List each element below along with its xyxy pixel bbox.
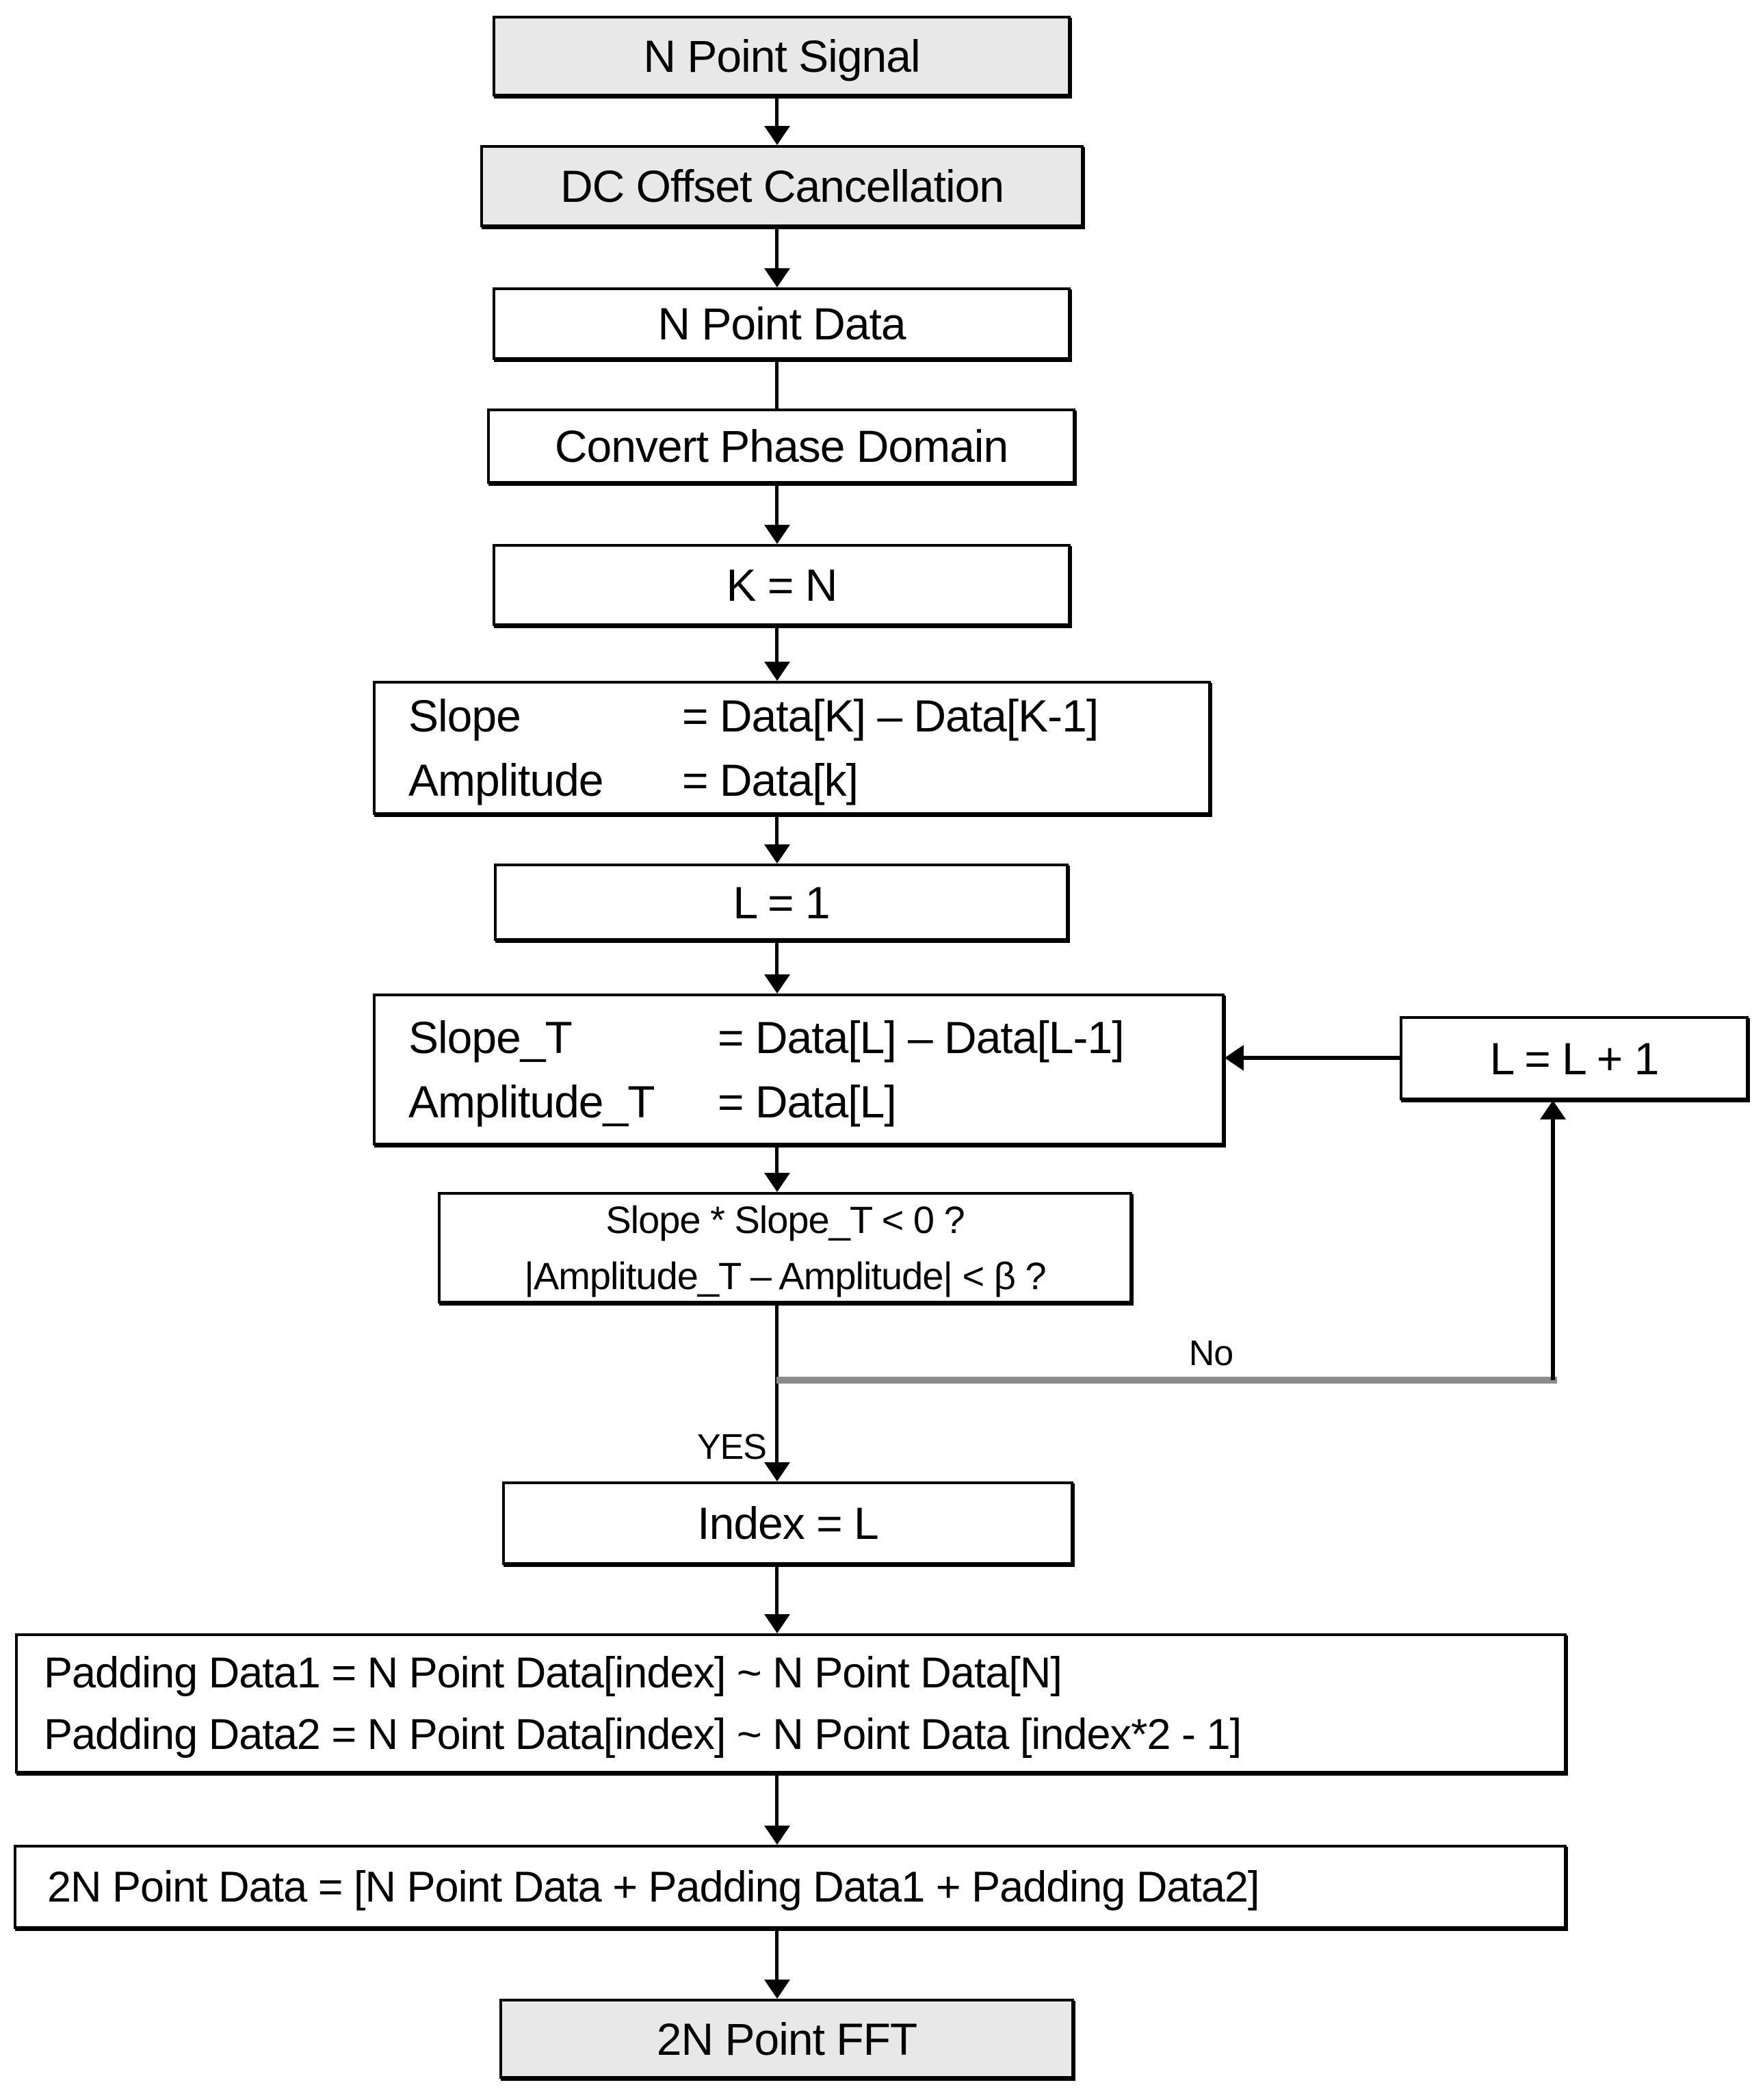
connector-signal-dc [775,96,779,129]
amplitude-t-rhs: = Data[L] [718,1076,897,1127]
arrowhead-cond-index [764,1462,790,1481]
arrowhead-l1-slopet [764,974,790,994]
amplitude-rhs: = Data[k] [682,755,859,805]
arrowhead-dc-ndata [764,268,790,287]
node-n-point-signal: N Point Signal [493,16,1071,96]
connector-increment-slopet [1240,1056,1400,1060]
node-dc-offset-cancellation: DC Offset Cancellation [480,145,1084,227]
connector-padding-concat [775,1774,779,1828]
padding-data1-line: Padding Data1 = N Point Data[index] ~ N … [44,1648,1062,1697]
node-index-equals-l-label: Index = L [697,1498,878,1548]
arrowhead-kn-slope [764,662,790,681]
node-2n-point-data-label: 2N Point Data = [N Point Data + Padding … [47,1863,1259,1911]
amplitude-t-lhs: Amplitude_T [408,1076,655,1127]
node-l-equals-1: L = 1 [494,864,1069,941]
connector-ndata-phase [775,360,779,411]
arrowhead-slope-l1 [764,844,790,864]
connector-no-branch-horizontal [776,1377,1557,1384]
amplitude-t-equation-row: Amplitude_T = Data[L] [408,1070,897,1134]
node-convert-phase-domain-label: Convert Phase Domain [554,421,1008,471]
amplitude-lhs: Amplitude [408,755,604,805]
arrowhead-no-branch [1540,1100,1566,1119]
slope-t-equation-row: Slope_T = Data[L] – Data[L-1] [408,1005,1125,1070]
label-yes: YES [696,1427,767,1467]
arrowhead-signal-dc [764,126,790,145]
arrowhead-concat-fft [764,1980,790,1999]
node-slope-amplitude: Slope = Data[K] – Data[K-1] Amplitude = … [373,681,1211,815]
slope-t-rhs: = Data[L] – Data[L-1] [718,1012,1125,1063]
condition-line-1: Slope * Slope_T < 0 ? [605,1197,965,1241]
node-n-point-data-label: N Point Data [657,298,906,349]
amplitude-equation-row: Amplitude = Data[k] [408,748,859,812]
arrowhead-slopet-cond [764,1173,790,1192]
arrowhead-padding-concat [764,1826,790,1845]
node-2n-point-data: 2N Point Data = [N Point Data + Padding … [14,1845,1567,1929]
condition-line-2: |Amplitude_T – Amplitude| < β ? [524,1254,1046,1297]
slope-rhs: = Data[K] – Data[K-1] [682,690,1099,741]
node-index-equals-l: Index = L [502,1481,1073,1565]
node-l-increment-label: L = L + 1 [1489,1033,1660,1084]
connector-kn-slope [775,626,779,664]
node-l-increment: L = L + 1 [1400,1016,1749,1100]
node-k-equals-n-label: K = N [726,560,838,610]
connector-l1-slopet [775,941,779,977]
node-2n-point-fft: 2N Point FFT [499,1999,1074,2079]
slope-t-lhs: Slope_T [408,1012,573,1063]
slope-equation-row: Slope = Data[K] – Data[K-1] [408,684,1099,748]
node-padding-data: Padding Data1 = N Point Data[index] ~ N … [15,1633,1567,1774]
node-2n-point-fft-label: 2N Point FFT [656,2013,917,2064]
connector-phase-kn [775,484,779,528]
node-k-equals-n: K = N [493,544,1071,626]
node-convert-phase-domain: Convert Phase Domain [487,409,1075,484]
connector-concat-fft [775,1929,779,1982]
connector-slope-l1 [775,815,779,847]
padding-data2-line: Padding Data2 = N Point Data[index] ~ N … [44,1710,1242,1759]
arrowhead-phase-kn [764,525,790,544]
arrowhead-increment-slopet [1225,1045,1244,1071]
connector-dc-ndata [775,227,779,271]
connector-no-branch-vertical [1551,1117,1555,1380]
node-n-point-signal-label: N Point Signal [643,31,920,81]
node-slope-t-amplitude-t: Slope_T = Data[L] – Data[L-1] Amplitude_… [373,994,1225,1145]
node-dc-offset-cancellation-label: DC Offset Cancellation [560,161,1004,211]
slope-lhs: Slope [408,690,521,741]
label-no: No [1188,1334,1233,1373]
connector-index-padding [775,1565,779,1617]
node-n-point-data: N Point Data [493,287,1071,360]
node-l-equals-1-label: L = 1 [733,877,830,928]
connector-cond-index [775,1304,779,1465]
node-condition-check: Slope * Slope_T < 0 ? |Amplitude_T – Amp… [438,1192,1132,1304]
connector-slopet-cond [775,1145,779,1176]
arrowhead-index-padding [764,1614,790,1633]
